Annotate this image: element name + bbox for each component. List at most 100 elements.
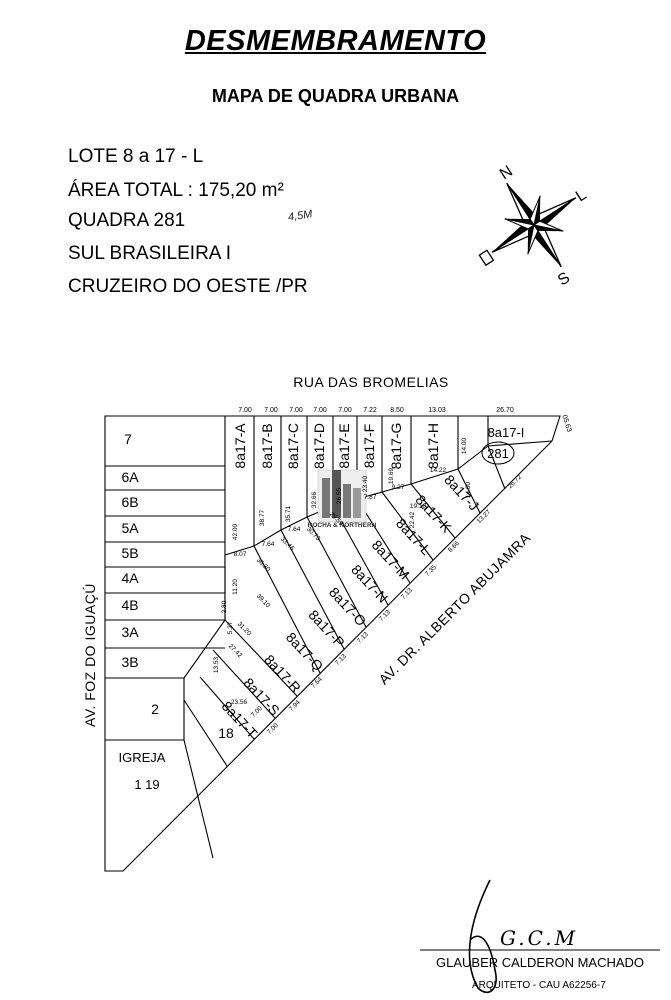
dim-inner-3: 32.66 [311, 491, 318, 508]
church-lots-label: 1 19 [134, 777, 159, 792]
dim-inner-24: 7.00 [266, 722, 280, 736]
signature-initials: G.C.M [500, 926, 578, 950]
compass-south: S [555, 269, 573, 289]
dim-inner-11: 13.27 [476, 508, 493, 525]
dim-inner-28: 7.64 [288, 526, 301, 533]
dim-inner-2: 35.71 [285, 505, 292, 522]
lot-label-8a17-i: 8a17-I [488, 425, 525, 440]
company-stamp: ROCHA & NORTHERN [308, 469, 377, 529]
lot-label-8a17-n: 8a17-N [348, 561, 391, 605]
dim-inner-9: 14.00 [465, 481, 472, 498]
dim-inner-7: 14.00 [461, 437, 468, 454]
lot-label-18: 18 [218, 725, 234, 741]
dim-inner-0: 42.00 [232, 523, 239, 540]
dim-inner-27: 7.64 [262, 541, 275, 548]
street-left-label: AV. FOZ DO IGUAÇÚ [82, 583, 98, 727]
lot-label-3a: 3A [121, 624, 139, 640]
dim-inner-37: 13.53 [213, 656, 220, 673]
dim-inner-12: 19.10 [410, 503, 427, 510]
lot-label-8a17-e: 8a17-E [336, 423, 352, 468]
lot-label-8a17-f: 8a17-F [361, 424, 377, 468]
dim-top-4: 7.00 [338, 407, 352, 414]
signature-stroke [468, 879, 497, 994]
lot-label-6b: 6B [121, 494, 138, 510]
dim-top-0: 7.00 [238, 407, 252, 414]
compass-icon: N L S [478, 163, 590, 289]
dim-inner-22: 7.54 [310, 676, 324, 690]
compass-east: L [573, 186, 590, 205]
dim-inner-23: 7.94 [288, 699, 302, 713]
dim-inner-38: 5.27 [227, 621, 234, 634]
dim-inner-16: 8.66 [447, 540, 461, 554]
dim-inner-36: 23.56 [231, 699, 248, 706]
dim-top-3: 7.00 [313, 407, 327, 414]
dim-inner-18: 7.13 [400, 587, 414, 601]
dim-inner-4: 26.55 [336, 487, 343, 504]
lot-label-8a17-c: 8a17-C [285, 423, 301, 469]
lot-label-5b: 5B [121, 545, 138, 561]
document-title: DESMEMBRAMENTO [184, 25, 487, 57]
lot-label-8a17-j: 8a17-J [441, 471, 482, 513]
dim-inner-29: 33.46 [279, 536, 296, 553]
lot-label-2: 2 [151, 701, 159, 717]
info-bairro: SUL BRASILEIRA I [68, 243, 231, 264]
document-subtitle: MAPA DE QUADRA URBANA [211, 86, 460, 106]
signature-name: GLAUBER CALDERON MACHADO [436, 955, 644, 970]
lot-label-8a17-a: 8a17-A [232, 423, 248, 469]
lot-label-8a17-h: 8a17-H [425, 423, 441, 469]
lot-label-3b: 3B [121, 654, 138, 670]
lot-label-4b: 4B [121, 597, 138, 613]
dim-top-7: 13.03 [428, 407, 446, 414]
dim-top-8: 26.70 [496, 407, 514, 414]
signature-block: G.C.M GLAUBER CALDERON MACHADO ARQUITETO… [420, 879, 660, 994]
lot-label-8a17-g: 8a17-G [388, 423, 404, 470]
lot-label-8a17-b: 8a17-B [259, 423, 275, 468]
dim-inner-15: 7.87 [364, 494, 377, 501]
dim-top-1: 7.00 [264, 407, 278, 414]
lot-label-8a17-r: 8a17-R [261, 651, 304, 695]
block-number: 281 [487, 446, 509, 461]
street-diagonal-label: AV. DR. ALBERTO ABUJAMRA [375, 529, 533, 687]
block-outline [104, 415, 561, 872]
lot-label-7: 7 [124, 431, 132, 447]
info-area: ÁREA TOTAL : 175,20 m² [68, 180, 284, 201]
dim-inner-21: 7.13 [334, 653, 348, 667]
lot-label-8a17-q: 8a17-Q [283, 629, 327, 674]
street-top-label: RUA DAS BROMELIAS [293, 374, 449, 390]
lot-label-6a: 6A [121, 469, 139, 485]
dim-inner-14: 22.42 [409, 511, 416, 528]
dim-corner: 05.63 [560, 414, 572, 433]
info-cidade: CRUZEIRO DO OESTE /PR [68, 276, 308, 297]
compass-west [478, 249, 495, 267]
dim-inner-39: 11.20 [232, 579, 239, 595]
compass-north: N [497, 163, 516, 184]
lot-label-5a: 5A [121, 520, 139, 536]
dim-inner-26: 8.07 [234, 551, 247, 558]
info-quadra: QUADRA 281 [68, 210, 186, 231]
dim-inner-5: 23.40 [362, 475, 369, 492]
lot-label-8a17-p: 8a17-P [305, 607, 347, 651]
dim-inner-31: 39.10 [255, 593, 272, 610]
dim-inner-6: 19.69 [388, 467, 395, 484]
dim-inner-35: 27.42 [227, 643, 244, 660]
signature-title: ARQUITETO - CAU A62256-7 [472, 980, 606, 991]
lot-label-8a17-m: 8a17-M [369, 537, 413, 583]
dim-inner-20: 7.13 [356, 631, 370, 645]
dim-inner-40: 2.80 [221, 600, 228, 613]
dim-top-2: 7.00 [289, 407, 303, 414]
info-lote: LOTE 8 a 17 - L [68, 146, 204, 167]
dim-inner-17: 7.35 [424, 564, 438, 578]
dim-top-6: 8.50 [390, 407, 404, 414]
dim-inner-13: 9.27 [392, 484, 405, 491]
dim-inner-8: 14.22 [430, 467, 447, 474]
dim-top-5: 7.22 [363, 407, 377, 414]
block-number-circle [481, 441, 515, 465]
dim-inner-1: 38.77 [259, 509, 266, 526]
dim-inner-19: 7.13 [378, 609, 392, 623]
dim-inner-10: 26.72 [507, 473, 524, 490]
dim-inner-34: 31.20 [236, 621, 253, 638]
lot-label-4a: 4A [121, 570, 139, 586]
church-label: IGREJA [119, 750, 166, 765]
dim-inner-30: 36.30 [255, 557, 272, 574]
stamp-text: ROCHA & NORTHERN [308, 522, 377, 529]
